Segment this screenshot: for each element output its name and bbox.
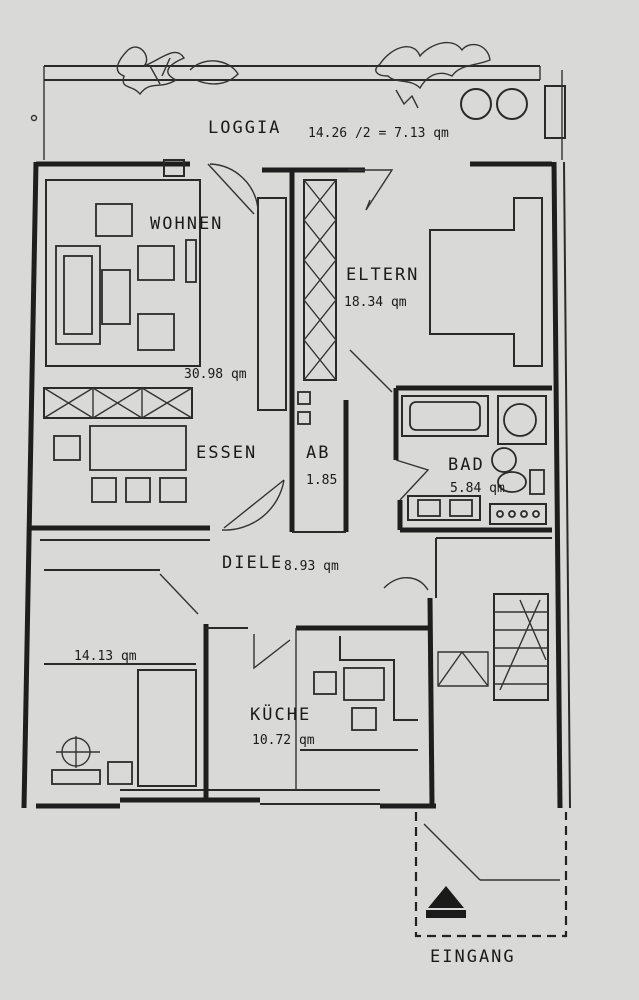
shelving-unit xyxy=(43,387,193,419)
interior-walls xyxy=(28,170,552,805)
bad-fixtures xyxy=(401,395,547,525)
bad-label: BAD xyxy=(448,455,485,475)
kueche-label: KÜCHE xyxy=(250,703,311,725)
loggia-area: 14.26 /2 = 7.13 qm xyxy=(308,126,449,141)
eltern-bed xyxy=(429,197,543,367)
ab-area: 1.85 xyxy=(306,473,337,488)
eltern-label: ELTERN xyxy=(346,265,419,285)
door-swings xyxy=(159,163,430,670)
plant-sketch-left xyxy=(116,46,239,96)
essen-label: ESSEN xyxy=(196,443,257,463)
wohnen-furniture xyxy=(45,179,201,367)
loggia-balcony xyxy=(30,65,566,160)
plant-sketch-right xyxy=(375,41,491,109)
entrance-arrow-icon xyxy=(428,886,464,908)
diele-area: 8.93 qm xyxy=(284,559,339,574)
entrance-area xyxy=(414,537,568,938)
wohnen-area: 30.98 qm xyxy=(184,367,247,382)
eltern-area: 18.34 qm xyxy=(344,295,407,310)
wohnen-label: WOHNEN xyxy=(150,214,223,234)
loggia-label: LOGGIA xyxy=(208,118,281,138)
essen-furniture xyxy=(53,425,187,503)
room-labels: LOGGIA 14.26 /2 = 7.13 qm WOHNEN 30.98 q… xyxy=(74,118,516,967)
diele-label: DIELE xyxy=(222,553,283,573)
bad-area: 5.84 qm xyxy=(450,481,505,496)
kinder-furniture xyxy=(44,663,197,787)
kinder-area: 14.13 qm xyxy=(74,649,137,664)
exterior-walls xyxy=(21,159,571,809)
staircase xyxy=(437,593,549,701)
entrance-label: EINGANG xyxy=(430,947,516,967)
kueche-area: 10.72 qm xyxy=(252,733,315,748)
ab-label: AB xyxy=(306,443,330,463)
kueche-furniture xyxy=(295,628,418,790)
wardrobe-closet xyxy=(297,179,337,425)
